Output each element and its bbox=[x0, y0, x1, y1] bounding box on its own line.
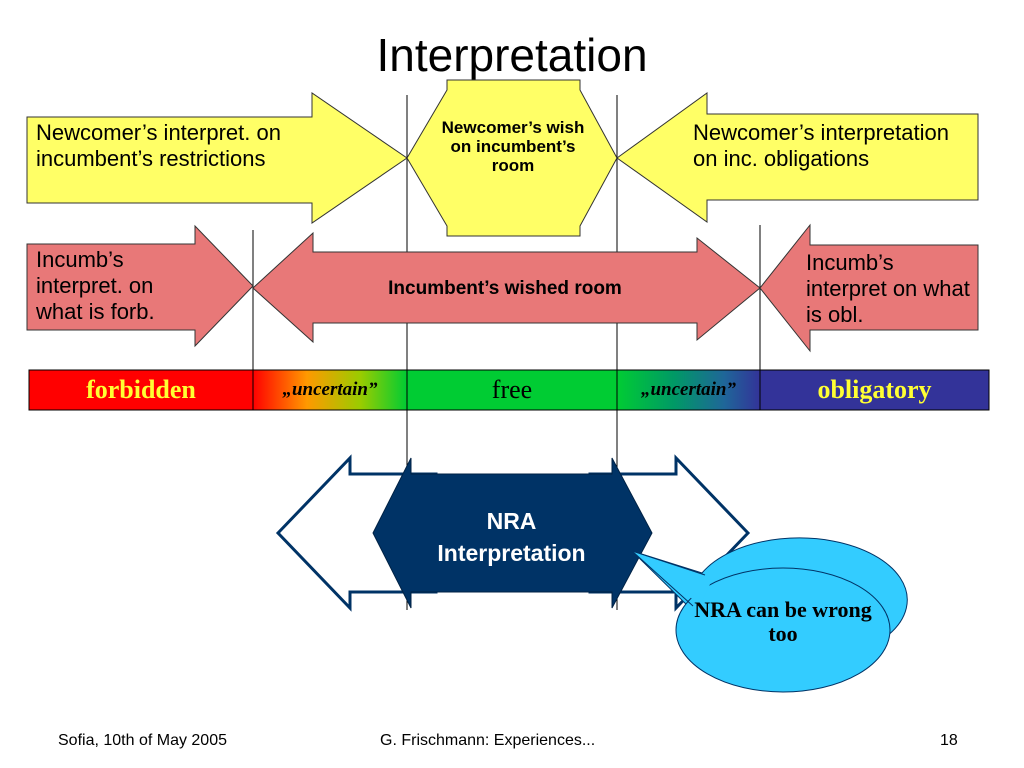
band-uncertain-right bbox=[616, 369, 761, 411]
forbidden-label: forbidden bbox=[86, 375, 196, 404]
band-uncertain-left bbox=[252, 369, 408, 411]
newcomer-obligations-arrow bbox=[616, 92, 979, 223]
footer-author: G. Frischmann: Experiences... bbox=[380, 732, 596, 749]
incumbent-obligatory-text: Incumb’s interpret on what is obl. bbox=[806, 250, 970, 327]
uncertain-right-label: „uncertain” bbox=[640, 379, 737, 400]
nra-callout-tail-edge-bottom bbox=[631, 550, 694, 607]
slide-title: Interpretation bbox=[376, 29, 648, 81]
incumbent-forbidden-text: Incumb’s interpret. on what is forb. bbox=[36, 247, 155, 324]
nra-callout-ellipse bbox=[675, 567, 891, 693]
obligatory-label: obligatory bbox=[817, 375, 932, 404]
uncertain-left-label: „uncertain” bbox=[282, 379, 378, 400]
newcomer-wish-text: Newcomer’s wish on incumbent’s room bbox=[441, 118, 585, 175]
incumbent-forbidden-arrow bbox=[26, 224, 254, 348]
newcomer-restrictions-text: Newcomer’s interpret. on incumbent’s res… bbox=[36, 120, 281, 171]
nra-interpretation-label: NRA Interpretation bbox=[437, 508, 586, 566]
nra-interpretation-arrow bbox=[372, 457, 653, 609]
band-free bbox=[406, 369, 618, 411]
nra-callout-tail bbox=[632, 551, 712, 605]
nra-callout-text: NRA can be wrong too bbox=[694, 597, 872, 646]
footer-date: Sofia, 10th of May 2005 bbox=[58, 732, 227, 749]
footer-page-number: 18 bbox=[940, 732, 958, 749]
incumbent-wished-room-text: Incumbent’s wished room bbox=[388, 278, 622, 299]
band-forbidden bbox=[28, 369, 254, 411]
nra-callout-tail-edge-top bbox=[631, 550, 706, 576]
free-label: free bbox=[491, 375, 533, 404]
newcomer-restrictions-arrow bbox=[26, 92, 408, 224]
band-obligatory bbox=[759, 369, 990, 411]
incumbent-obligatory-arrow bbox=[759, 223, 979, 353]
newcomer-obligations-text: Newcomer’s interpretation on inc. obliga… bbox=[693, 120, 949, 171]
